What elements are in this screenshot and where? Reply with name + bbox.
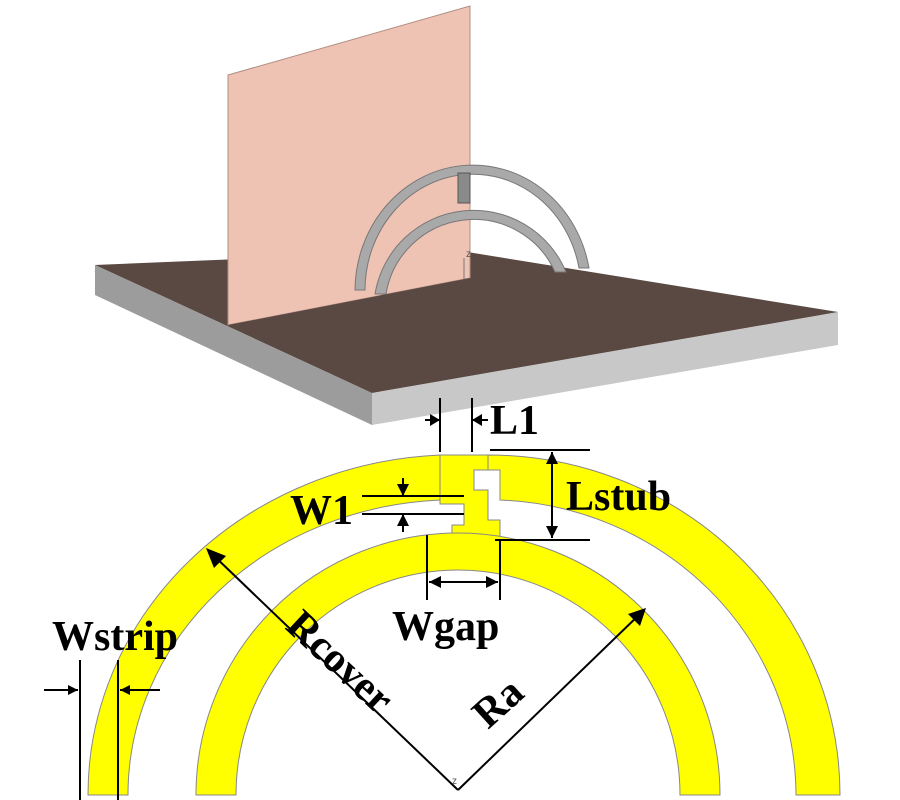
label-lstub: Lstub xyxy=(566,474,671,520)
stub xyxy=(439,454,501,541)
axis-label-z: z xyxy=(466,249,471,260)
cover-strip-ring-right xyxy=(487,454,841,796)
board-front-side xyxy=(372,312,838,425)
top-view-layout: z L1 Lstub W1 Wgap Wstrip Rcover Ra xyxy=(44,398,841,800)
board-left-side xyxy=(95,265,372,425)
panel-stub xyxy=(457,172,471,204)
inner-strip-ring xyxy=(195,532,721,796)
label-rcover: Rcover xyxy=(277,602,402,723)
label-w1: W1 xyxy=(290,488,353,534)
label-wgap: Wgap xyxy=(392,604,499,650)
ground-board-front xyxy=(228,278,838,393)
panel-ring-inner xyxy=(374,209,567,295)
panel-ring-outer xyxy=(354,164,590,291)
3d-model: z x y xyxy=(94,5,839,425)
label-l1: L1 xyxy=(490,398,539,444)
dimension-lines xyxy=(44,398,643,800)
label-wstrip: Wstrip xyxy=(52,614,178,660)
arrowheads xyxy=(68,414,646,695)
center-axis-label: z xyxy=(452,776,457,787)
vertical-panel xyxy=(227,5,471,326)
